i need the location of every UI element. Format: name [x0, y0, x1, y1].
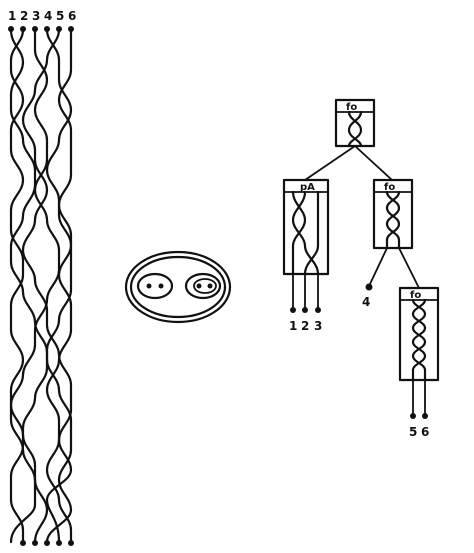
twist-strand — [385, 190, 401, 250]
mid-children: 4 — [362, 247, 420, 309]
leaf-label-3: 3 — [314, 319, 322, 333]
leaf-label-4: 4 — [362, 295, 370, 309]
twist-strand — [347, 110, 363, 148]
nested-circles-figure — [124, 250, 232, 324]
braid-top-label-3: 3 — [32, 9, 40, 23]
braid-top-label-1: 1 — [8, 9, 16, 23]
root-node-box: fo — [334, 98, 376, 148]
twist-strand — [303, 190, 320, 276]
tree-edges — [304, 145, 393, 181]
point-dot — [196, 283, 202, 289]
left-node-box: pA — [282, 178, 330, 276]
right-inner-ellipse — [193, 278, 217, 294]
braid-strand — [21, 28, 73, 544]
leaf-dot — [290, 307, 296, 313]
tree-edge — [398, 247, 420, 289]
lower-box-rect — [398, 286, 440, 382]
braid-top-label-6: 6 — [68, 9, 76, 23]
leaf-dot — [410, 413, 416, 419]
root-box-label: fo — [346, 102, 357, 113]
strand-endpoint-dot — [32, 540, 38, 546]
leaf-label-1: 1 — [289, 319, 297, 333]
mid-node-box: fo — [372, 178, 414, 250]
lower-box-label: fo — [410, 290, 421, 301]
left-ellipse — [136, 272, 174, 300]
strand-endpoint-dot — [44, 540, 50, 546]
left-box-label: pA — [300, 182, 315, 193]
tree-edge — [369, 247, 388, 285]
tree-edge — [354, 145, 393, 181]
leaf-dot — [315, 307, 321, 313]
strand-endpoint-dot — [56, 540, 62, 546]
braid-top-label-5: 5 — [56, 9, 64, 23]
leaf-label-6: 6 — [421, 425, 429, 439]
right-ellipse — [184, 272, 222, 300]
outer-ellipse — [124, 250, 232, 324]
braid-top-labels: 1 2 3 4 5 6 — [8, 9, 76, 23]
leaf-dot — [302, 307, 308, 313]
point-dot — [207, 283, 213, 289]
braid-top-endpoints — [8, 26, 74, 32]
leaf-label-5: 5 — [409, 425, 417, 439]
leaf-dot — [365, 283, 373, 291]
mid-box-rect — [372, 178, 414, 250]
braid-strand — [9, 28, 61, 544]
left-leaves: 1 2 3 — [289, 273, 322, 333]
braid-bottom-endpoints — [20, 540, 74, 546]
braid-top-label-4: 4 — [44, 9, 52, 23]
long-braid — [9, 28, 73, 544]
lower-leaves: 5 6 — [409, 379, 429, 439]
twist-strand — [411, 298, 427, 382]
mid-box-label: fo — [384, 182, 395, 193]
leaf-dot — [422, 413, 428, 419]
strand-endpoint-dot — [20, 540, 26, 546]
braid-top-label-2: 2 — [20, 9, 28, 23]
twist-strand — [347, 110, 363, 148]
braid-strand — [45, 28, 73, 544]
tree-edge — [304, 145, 356, 181]
twist-strand — [291, 190, 307, 276]
point-dot — [146, 283, 152, 289]
left-box-rect — [282, 178, 330, 276]
twist-strand — [411, 298, 427, 382]
braid-strand — [9, 28, 37, 544]
lower-node-box: fo — [398, 286, 440, 382]
outer-ellipse-inner-ring — [129, 255, 227, 319]
point-dot — [158, 283, 164, 289]
strand-endpoint-dot — [68, 540, 74, 546]
braid-strand — [45, 28, 73, 544]
leaf-label-2: 2 — [301, 319, 309, 333]
